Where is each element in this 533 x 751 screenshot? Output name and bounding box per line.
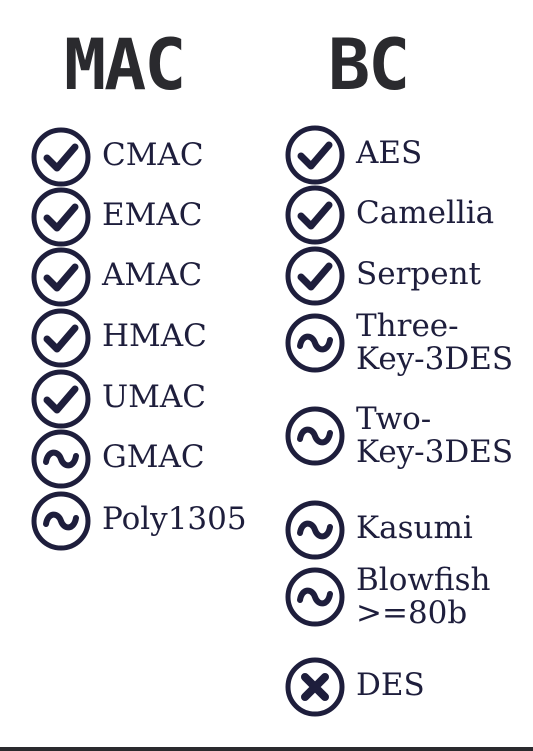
bc-item-label: AES bbox=[356, 135, 423, 171]
mac-list-item: Poly1305 bbox=[30, 490, 270, 560]
check-icon bbox=[284, 245, 346, 307]
bc-item-label: DES bbox=[356, 667, 425, 703]
bc-item-label: Two-Key-3DES bbox=[356, 403, 513, 469]
mac-list-item: EMAC bbox=[30, 186, 270, 256]
mac-list-item: GMAC bbox=[30, 428, 270, 498]
mac-item-label: EMAC bbox=[102, 197, 203, 233]
mac-item-label: CMAC bbox=[102, 137, 204, 173]
tilde-icon bbox=[30, 428, 92, 490]
bc-list-item: DES bbox=[284, 656, 524, 726]
check-icon bbox=[30, 368, 92, 430]
check-icon bbox=[30, 246, 92, 308]
mac-list-item: UMAC bbox=[30, 368, 270, 438]
tilde-icon bbox=[284, 405, 346, 467]
bc-heading: BC bbox=[328, 24, 410, 106]
bc-list-item: Two-Key-3DES bbox=[284, 403, 524, 475]
mac-item-label: Poly1305 bbox=[102, 501, 247, 537]
bc-item-label-line: Two- bbox=[356, 401, 432, 437]
bc-list-item: Blowfish>=80b bbox=[284, 564, 524, 636]
mac-item-label: GMAC bbox=[102, 439, 205, 475]
bc-list-item: Serpent bbox=[284, 245, 524, 315]
tilde-icon bbox=[30, 490, 92, 552]
tilde-icon bbox=[284, 499, 346, 561]
mac-item-label: UMAC bbox=[102, 379, 206, 415]
bc-item-label: Camellia bbox=[356, 195, 495, 231]
bc-item-label: Blowfish>=80b bbox=[356, 564, 490, 630]
mac-item-label: HMAC bbox=[102, 318, 207, 354]
bc-item-label-line: Key-3DES bbox=[356, 434, 514, 470]
mac-list-item: AMAC bbox=[30, 246, 270, 316]
bottom-divider bbox=[0, 747, 533, 751]
check-icon bbox=[30, 186, 92, 248]
mac-list-item: HMAC bbox=[30, 307, 270, 377]
bc-list-item: Kasumi bbox=[284, 499, 524, 569]
mac-item-label: AMAC bbox=[102, 257, 203, 293]
bc-item-label: Kasumi bbox=[356, 510, 473, 546]
bc-list-item: AES bbox=[284, 124, 524, 194]
bc-item-label: Three-Key-3DES bbox=[356, 310, 513, 376]
tilde-icon bbox=[284, 566, 346, 628]
check-icon bbox=[30, 126, 92, 188]
mac-list-item: CMAC bbox=[30, 126, 270, 196]
bc-list-item: Three-Key-3DES bbox=[284, 310, 524, 382]
check-icon bbox=[30, 307, 92, 369]
check-icon bbox=[284, 184, 346, 246]
bc-item-label-line: Three- bbox=[356, 308, 459, 344]
bc-item-label-line: >=80b bbox=[356, 595, 468, 631]
cross-icon bbox=[284, 656, 346, 718]
bc-item-label-line: Blowfish bbox=[356, 562, 491, 598]
check-icon bbox=[284, 124, 346, 186]
bc-item-label-line: Key-3DES bbox=[356, 341, 514, 377]
mac-heading: MAC bbox=[64, 24, 186, 106]
bc-item-label: Serpent bbox=[356, 256, 482, 292]
bc-list-item: Camellia bbox=[284, 184, 524, 254]
tilde-icon bbox=[284, 312, 346, 374]
